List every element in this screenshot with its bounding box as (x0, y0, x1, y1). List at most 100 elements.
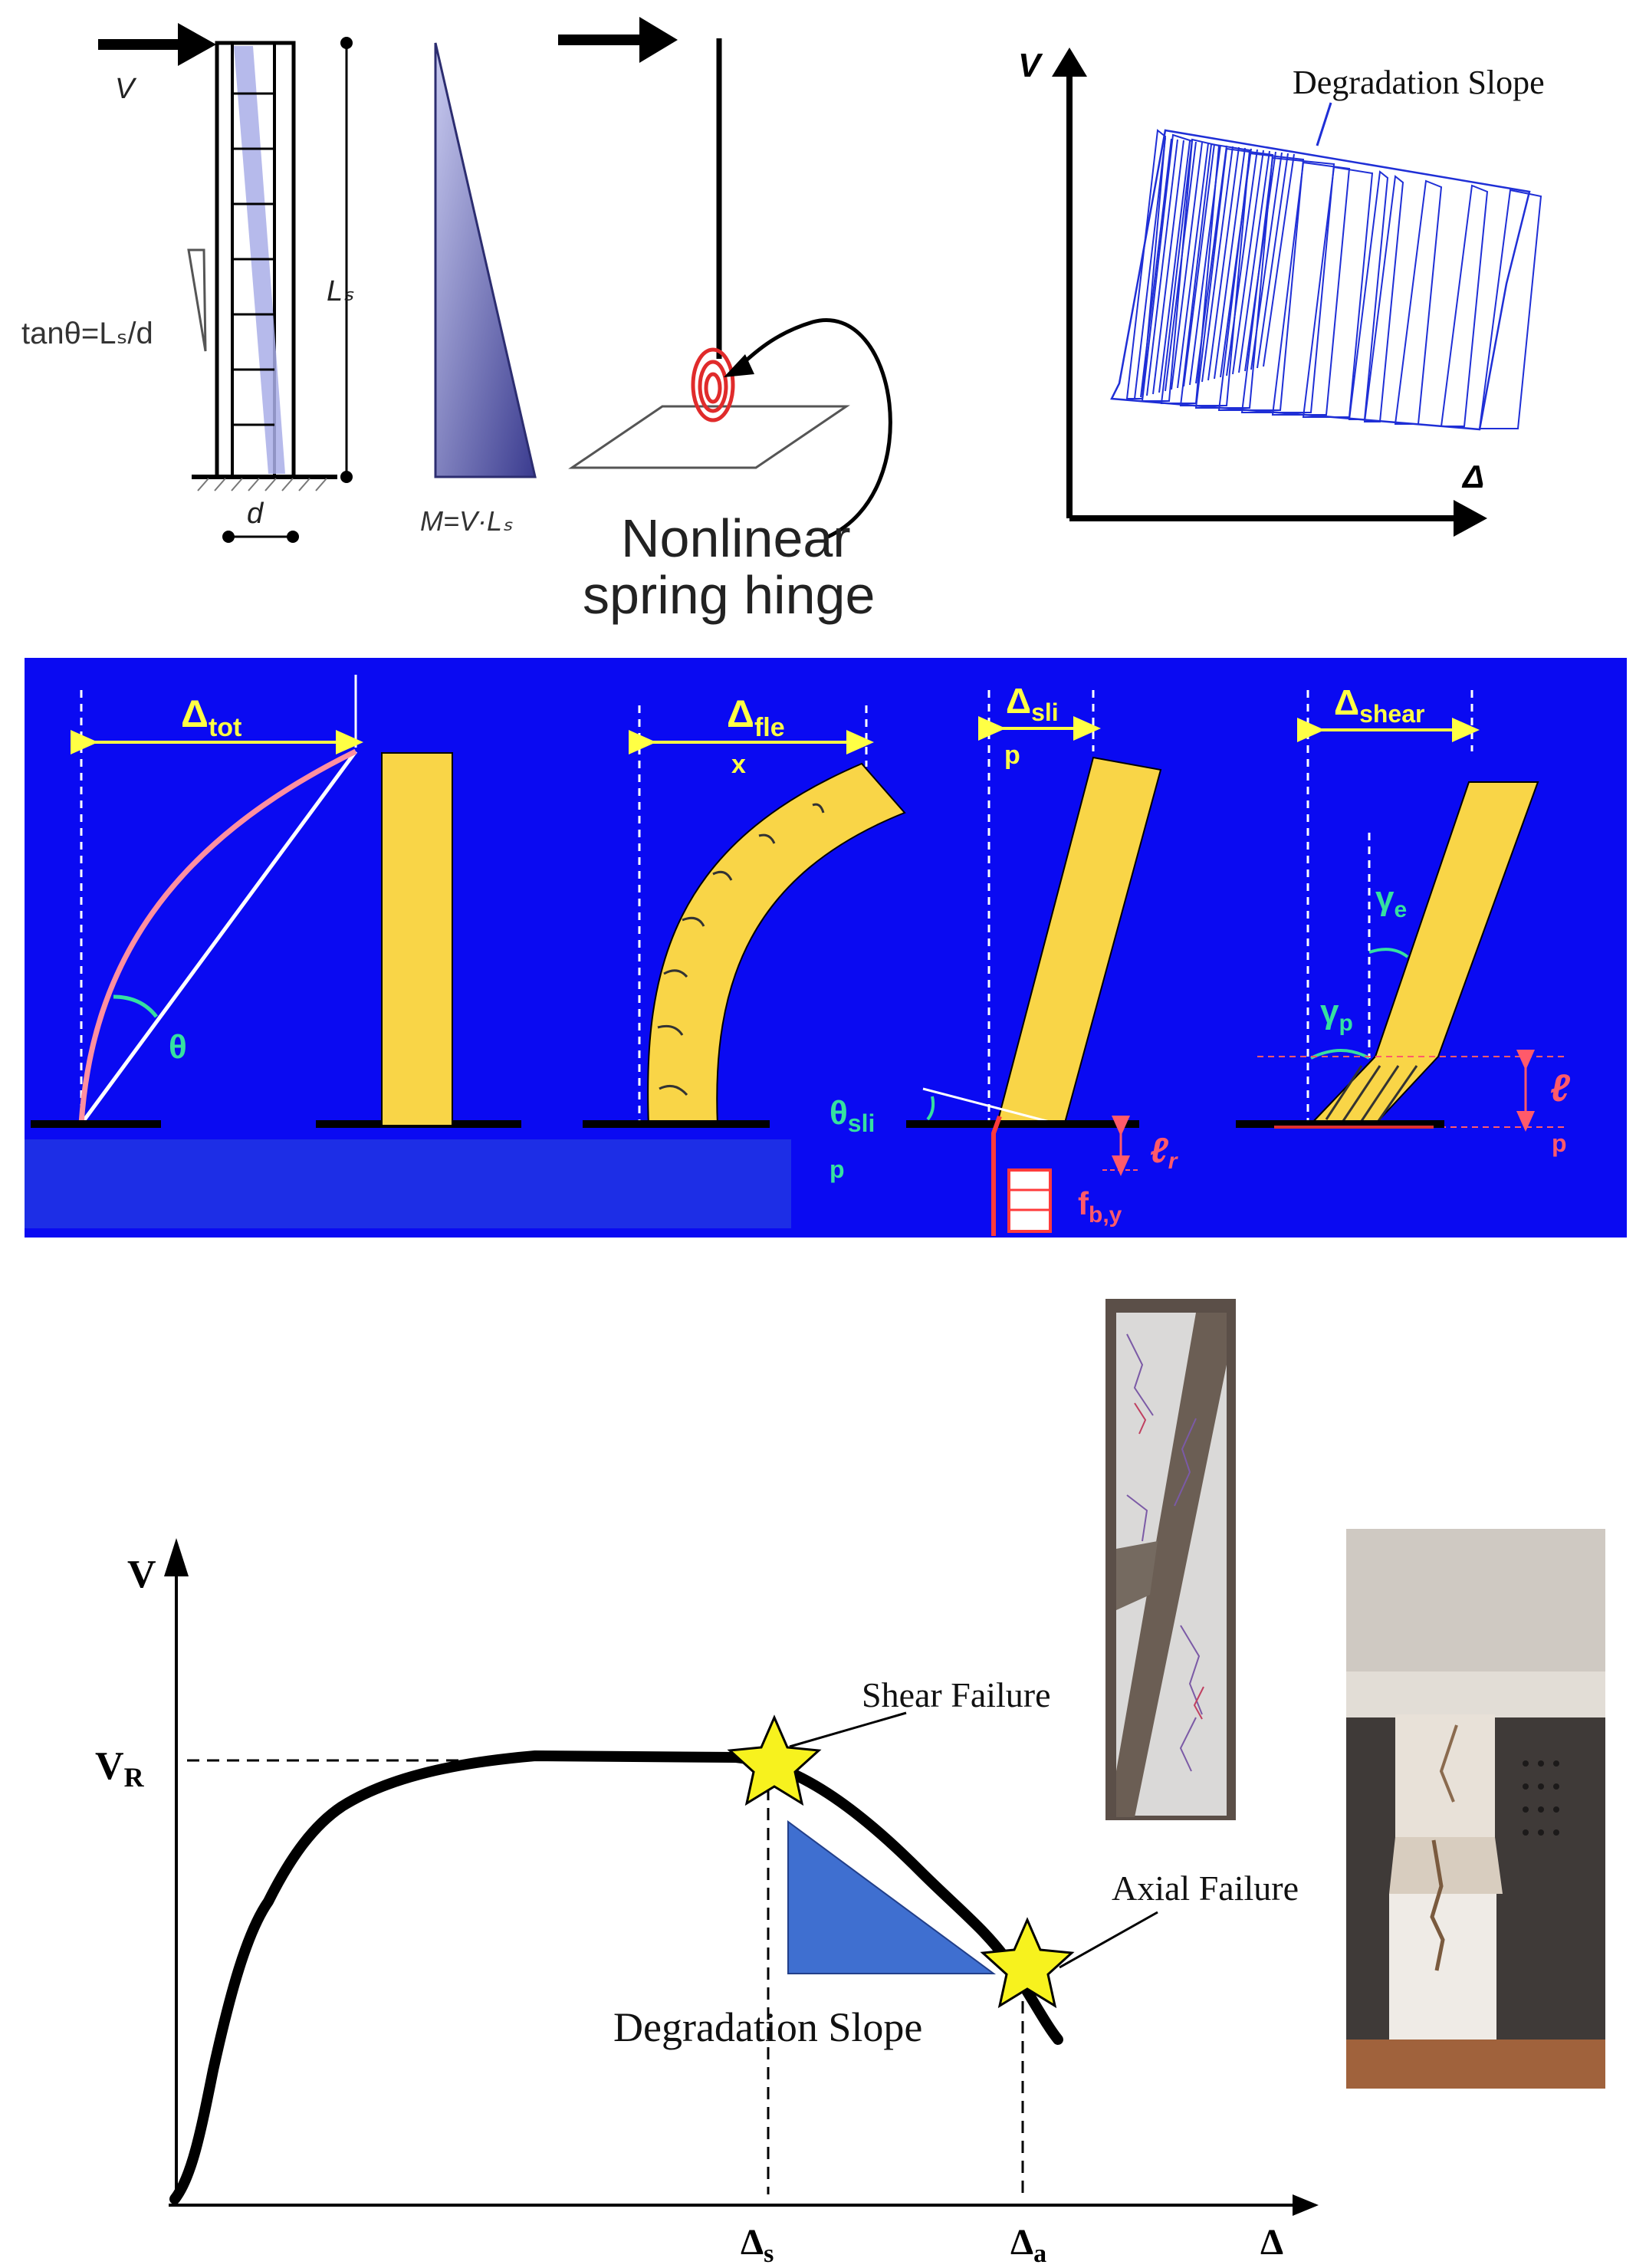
hysteresis-loops (1110, 129, 1542, 431)
backbone-curve (169, 1750, 1063, 2204)
hysteresis-stroke (1158, 140, 1191, 393)
hysteresis-stroke (1146, 139, 1178, 396)
svg-text:Δs: Δs (741, 2222, 774, 2268)
hysteresis-stroke (1207, 146, 1240, 381)
annotation-leader (1316, 102, 1332, 146)
hysteresis-stroke (1263, 153, 1295, 367)
hysteresis-loop (1271, 161, 1351, 416)
delta-a-label: Δ (1010, 2222, 1033, 2263)
delta-shear-label: Δ (1334, 682, 1359, 722)
shear-failure-photo (1105, 1299, 1236, 1820)
backbone-x-label: Δ (1260, 2222, 1283, 2263)
hysteresis-loop (1179, 143, 1251, 406)
base-band (25, 1139, 791, 1228)
svg-text:Δfle: Δfle (727, 692, 785, 742)
hysteresis-stroke (1220, 148, 1252, 378)
fby-label: f (1078, 1185, 1089, 1221)
hysteresis-stroke (1134, 137, 1166, 399)
bent-column (647, 762, 906, 1126)
svg-text:d: d (247, 498, 264, 530)
delta-s-label: Δ (741, 2222, 764, 2263)
svg-text:Lₛ: Lₛ (327, 275, 354, 307)
backbone-chart: V VR Δs Δa Δ Shear Failure Axial Failure… (95, 1538, 1319, 2268)
hysteresis-stroke (1201, 146, 1234, 383)
svg-text:Δshear: Δshear (1334, 682, 1424, 728)
svg-text:VR: VR (95, 1744, 145, 1793)
height-dimension: Lₛ (327, 37, 354, 483)
hysteresis-y-label: V (1018, 47, 1043, 84)
svg-text:p: p (1004, 741, 1020, 770)
hysteresis-stroke (1238, 150, 1270, 373)
deflected-shape (78, 748, 357, 1125)
hysteresis-x-label: Δ (1461, 459, 1484, 495)
gamma-e-label: γ (1375, 879, 1395, 917)
hysteresis-stroke (1189, 144, 1221, 386)
hysteresis-loop (1348, 170, 1389, 420)
tan-theta-label: tanθ=Lₛ/d (21, 317, 153, 350)
delta-fle-label: Δ (727, 692, 754, 735)
hysteresis-stroke (1226, 149, 1258, 376)
hysteresis-loop (1194, 147, 1274, 409)
hysteresis-stroke (1214, 147, 1246, 380)
svg-text:γp: γp (1320, 993, 1353, 1036)
hysteresis-stroke (1165, 141, 1197, 392)
hysteresis-loop (1440, 184, 1489, 427)
axial-failure-label: Axial Failure (1112, 1869, 1299, 1908)
hysteresis-plot: V Δ Degradation Slope (1018, 47, 1545, 537)
lp-label: ℓ (1550, 1067, 1571, 1109)
hysteresis-stroke (1232, 150, 1264, 375)
hysteresis-stroke (1171, 142, 1203, 390)
theta-sli-label: θ (829, 1094, 848, 1132)
er-label: ℓ (1150, 1130, 1168, 1170)
deformation-panel: Δtot θ Δfle x (25, 658, 1627, 1238)
hysteresis-stroke (1244, 151, 1276, 372)
moment-diagram (434, 42, 537, 478)
axial-failure-photo (1346, 1529, 1605, 2089)
hysteresis-stroke (1140, 138, 1172, 398)
force-label: V (115, 73, 137, 105)
axial-failure-star (980, 1917, 1075, 2009)
hysteresis-loop (1363, 175, 1404, 422)
delta-tot-label: Δ (181, 692, 209, 735)
hysteresis-stroke (1177, 143, 1209, 389)
svg-text:θsli: θsli (829, 1094, 875, 1137)
shear-failure-star (727, 1714, 822, 1806)
ladder-column (192, 41, 337, 491)
pointer-curve (736, 318, 892, 539)
bond-stress-block (1007, 1169, 1052, 1233)
gamma-p-label: γ (1320, 993, 1339, 1030)
flexure-deformation: Δfle x (583, 692, 906, 1128)
hysteresis-stroke (1152, 140, 1184, 395)
hysteresis-envelope (1110, 129, 1531, 431)
top-left-schematic: V tanθ= (21, 17, 892, 625)
svg-text:x: x (731, 750, 746, 779)
spring-icon (691, 347, 735, 422)
svg-text:Δa: Δa (1010, 2222, 1046, 2268)
moment-label: M=V·Lₛ (420, 505, 513, 537)
width-dimension: d (222, 498, 299, 543)
svg-text:Δsli: Δsli (1006, 681, 1059, 726)
hysteresis-stroke (1195, 145, 1227, 384)
hysteresis-loop (1302, 166, 1374, 418)
svg-text:p: p (1552, 1129, 1567, 1157)
svg-text:ℓr: ℓr (1150, 1130, 1179, 1174)
angle-wedge (187, 248, 207, 352)
hysteresis-stroke (1257, 153, 1289, 369)
base-plate (568, 405, 850, 469)
shear-failure-label: Shear Failure (862, 1675, 1051, 1714)
spring-label-2: spring hinge (583, 565, 875, 625)
vr-label: V (95, 1744, 124, 1788)
svg-text:Δtot: Δtot (181, 692, 241, 742)
hysteresis-loop (1478, 189, 1542, 429)
hysteresis-loop (1394, 179, 1443, 425)
hysteresis-annotation: Degradation Slope (1293, 64, 1545, 101)
hysteresis-stroke (1183, 143, 1215, 387)
svg-text:p: p (829, 1155, 845, 1183)
svg-text:fb,y: fb,y (1078, 1185, 1122, 1228)
hysteresis-stroke (1250, 152, 1283, 370)
hysteresis-loop (1125, 129, 1167, 399)
rebar-slip (991, 1115, 1002, 1236)
spring-label-1: Nonlinear (621, 508, 851, 568)
svg-text:γe: γe (1375, 879, 1407, 922)
